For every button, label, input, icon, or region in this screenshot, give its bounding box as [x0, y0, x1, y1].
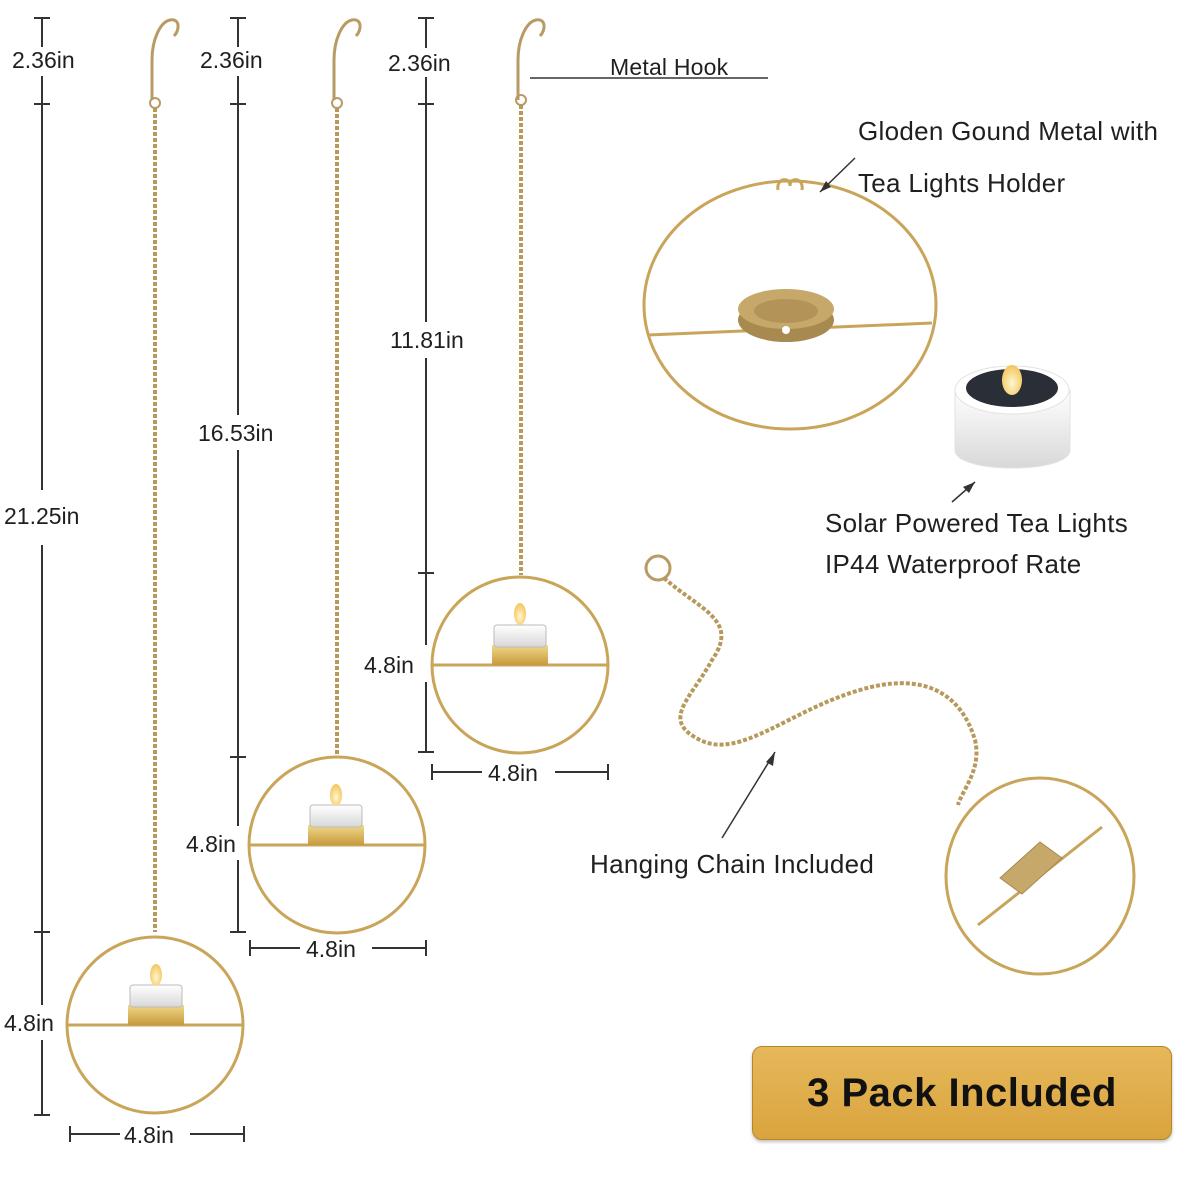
lantern-medium — [247, 18, 427, 935]
dim-chain-long: 21.25in — [4, 503, 80, 530]
dimension-lines-long — [34, 17, 245, 1142]
tea-light-icon — [493, 624, 547, 648]
callout-holder-line2: Tea Lights Holder — [858, 168, 1066, 198]
ring-holder-icon — [247, 755, 427, 935]
lantern-long — [65, 18, 245, 1115]
lantern-short — [430, 18, 610, 755]
callout-hanging-chain: Hanging Chain Included — [590, 849, 875, 879]
callout-holder-line1: Gloden Gound Metal with — [858, 116, 1159, 146]
hook-icon — [150, 18, 180, 100]
dim-hook-long: 2.36in — [12, 47, 75, 74]
ring-holder-icon — [430, 575, 610, 755]
dim-chain-short: 11.81in — [390, 327, 464, 354]
dim-ring-width-short: 4.8in — [488, 760, 538, 787]
hook-icon — [516, 18, 546, 100]
dimension-lines-short — [418, 17, 609, 780]
detail-hanging-chain — [644, 554, 1136, 976]
pack-badge: 3 Pack Included — [752, 1046, 1172, 1140]
pack-badge-text: 3 Pack Included — [807, 1070, 1117, 1115]
dim-chain-medium: 16.53in — [198, 420, 274, 447]
callout-metal-hook: Metal Hook — [610, 54, 729, 80]
detail-ring-holder — [642, 157, 938, 431]
dim-ring-width-medium: 4.8in — [306, 936, 356, 963]
tea-light-icon — [129, 984, 183, 1008]
dim-ring-height-medium: 4.8in — [186, 831, 236, 858]
callout-solar-line1: Solar Powered Tea Lights — [825, 508, 1129, 538]
detail-solar-tea-light — [951, 365, 1071, 503]
dim-hook-short: 2.36in — [388, 50, 451, 77]
dim-ring-height-long: 4.8in — [4, 1010, 54, 1037]
dim-ring-width-long: 4.8in — [124, 1122, 174, 1149]
dim-ring-height-short: 4.8in — [364, 652, 414, 679]
hook-icon — [332, 18, 362, 100]
chain-icon — [662, 576, 979, 806]
ring-holder-icon — [944, 776, 1136, 976]
tea-light-icon — [309, 804, 363, 828]
callout-solar-line2: IP44 Waterproof Rate — [825, 549, 1082, 579]
ring-holder-icon — [65, 935, 245, 1115]
dimension-lines-medium — [230, 17, 427, 956]
dim-hook-medium: 2.36in — [200, 47, 263, 74]
